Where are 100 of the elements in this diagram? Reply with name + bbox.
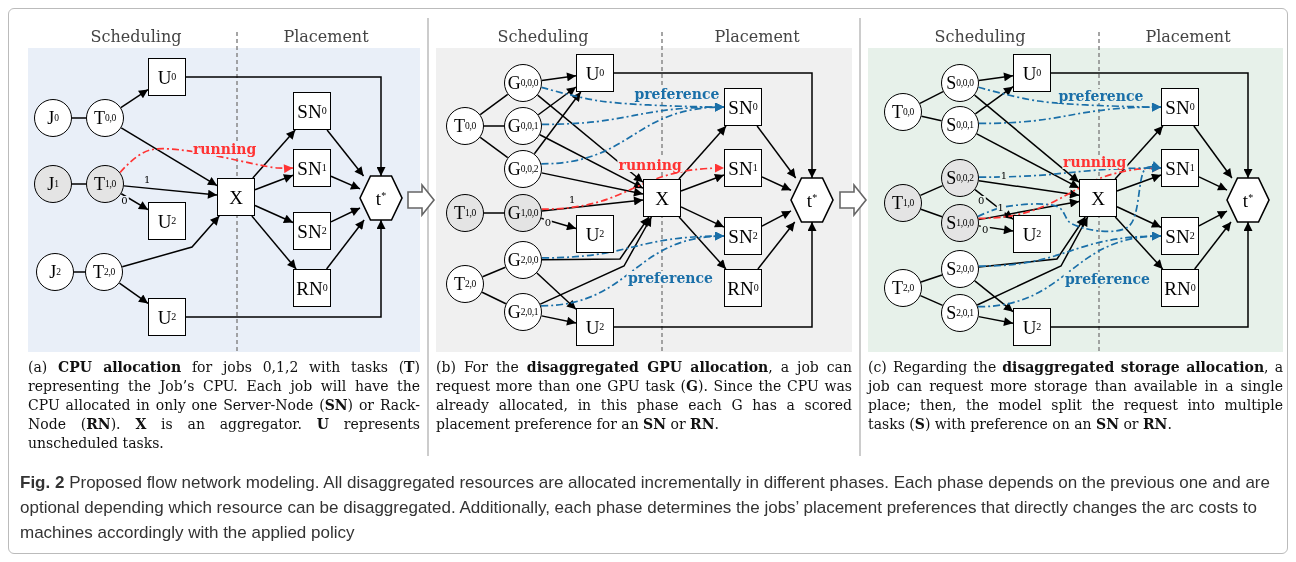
arrow bbox=[1050, 221, 1253, 328]
arrow bbox=[539, 134, 644, 189]
arrow bbox=[536, 272, 577, 311]
edge-label: 1 bbox=[568, 194, 577, 205]
connector-line bbox=[479, 136, 509, 159]
arrow bbox=[978, 180, 1080, 199]
square-node: X bbox=[643, 179, 681, 217]
arrow bbox=[254, 174, 294, 191]
connector-line bbox=[919, 90, 944, 105]
arrow bbox=[761, 210, 792, 227]
arrow bbox=[541, 196, 644, 212]
arrow bbox=[1198, 176, 1228, 191]
arrow bbox=[325, 219, 365, 270]
arrow bbox=[613, 72, 817, 179]
arrow bbox=[120, 127, 218, 187]
arrow bbox=[540, 172, 644, 197]
connector-line bbox=[919, 294, 944, 307]
arrow bbox=[974, 280, 1014, 313]
arrow bbox=[326, 129, 365, 177]
connector-line bbox=[483, 212, 505, 214]
arrow bbox=[1193, 125, 1233, 179]
arrow bbox=[252, 129, 296, 179]
arrow bbox=[1198, 210, 1228, 227]
arrow bbox=[1114, 125, 1164, 180]
hexagon-node: t$^{*}$ bbox=[360, 176, 402, 220]
arrow bbox=[613, 221, 817, 328]
arrow bbox=[541, 72, 577, 82]
connector-line bbox=[483, 125, 505, 127]
arrow bbox=[976, 133, 1080, 189]
column-heading: Scheduling bbox=[933, 28, 1027, 46]
arrow bbox=[974, 85, 1014, 115]
hexagon-node: t$^{*}$ bbox=[791, 178, 833, 222]
arrow bbox=[1116, 173, 1162, 192]
arrow bbox=[251, 215, 297, 270]
connector-line bbox=[919, 184, 944, 197]
arrow bbox=[541, 216, 650, 261]
edge-label: running bbox=[617, 158, 683, 173]
connector-line bbox=[71, 117, 87, 119]
edge-label: preference bbox=[633, 87, 721, 102]
connector-line bbox=[920, 115, 943, 122]
column-heading: Placement bbox=[282, 28, 370, 46]
dashed-arrow bbox=[540, 103, 725, 165]
arrow bbox=[536, 94, 644, 184]
dashed-arrow bbox=[119, 147, 294, 174]
edge-label: 0 bbox=[981, 225, 990, 236]
arrow bbox=[120, 193, 149, 211]
arrow bbox=[120, 88, 149, 109]
connector-line bbox=[73, 271, 86, 273]
dashed-arrow bbox=[977, 232, 1162, 308]
edge-label: 1 bbox=[999, 171, 1009, 182]
arrow bbox=[974, 188, 1014, 220]
connector-line bbox=[71, 183, 87, 185]
arrow bbox=[761, 176, 792, 191]
arrow bbox=[756, 125, 797, 179]
arrow bbox=[254, 204, 294, 224]
arrow bbox=[1050, 72, 1253, 179]
square-node: X bbox=[1079, 179, 1117, 217]
hexagon-node: t$^{*}$ bbox=[1227, 178, 1269, 222]
figure-caption: Fig. 2 Proposed flow network modeling. All disaggregated resources are allocated incrementally in different phases. Each phase depends on the previous one and are optional depending which resource can be disaggregated. Additionally, each phase determines the jobs’ placement preferences that directly changes the arc costs to machines accordingly with the applied policy bbox=[20, 472, 1271, 544]
arrow bbox=[680, 206, 725, 228]
connector-line bbox=[479, 93, 509, 116]
edge-label: 0 bbox=[543, 217, 553, 228]
arrow bbox=[977, 315, 1014, 326]
column-heading: Placement bbox=[1144, 28, 1232, 46]
edge-label: 0 bbox=[977, 196, 986, 207]
dashed-arrow bbox=[977, 161, 1162, 233]
square-node: X bbox=[217, 178, 255, 216]
dashed-arrow bbox=[540, 232, 725, 307]
arrow bbox=[533, 91, 582, 155]
arrow bbox=[977, 198, 1080, 221]
arrow bbox=[537, 86, 577, 116]
panel-caption: (a) CPU allocation for jobs 0,1,2 with tasks (T) representing the Job’s CPU. Each job will have the CPU allocated in only one Server-Node (SN) or Rack-Node (RN). X is an aggregator. U represents unscheduled tasks. bbox=[28, 358, 420, 453]
panel-caption: (b) For the disaggregated GPU allocation, a job can request more than one GPU task (G). Since the CPU was already allocated, in this phase each G has a scored placement preference for an SN or RN. bbox=[436, 358, 852, 434]
arrow bbox=[539, 216, 653, 305]
arrow bbox=[978, 216, 1086, 268]
arrow bbox=[678, 125, 727, 180]
arrow bbox=[185, 76, 386, 177]
arrow bbox=[678, 216, 727, 270]
edge-label: 1 bbox=[143, 175, 152, 186]
arrow bbox=[680, 173, 725, 192]
connector-line bbox=[481, 291, 507, 305]
connector-line bbox=[920, 274, 943, 283]
arrow bbox=[185, 219, 386, 318]
edge-label: 1 bbox=[996, 202, 1005, 213]
arrow bbox=[976, 216, 1089, 306]
dashed-arrow bbox=[540, 163, 725, 211]
arrow bbox=[123, 185, 218, 199]
arrow bbox=[1193, 221, 1232, 270]
arrow bbox=[118, 282, 149, 305]
dashed-arrow bbox=[978, 163, 1162, 178]
column-heading: Scheduling bbox=[496, 28, 590, 46]
block-arrow bbox=[407, 182, 436, 218]
panel-caption: (c) Regarding the disaggregated storage allocation, a job can request more storage than available in a single place; then, the model split the request into multiple tasks (S) with preference on an SN or RN. bbox=[868, 358, 1283, 434]
arrow bbox=[1116, 206, 1162, 228]
dashed-arrow bbox=[978, 102, 1162, 125]
arrow bbox=[540, 315, 577, 326]
edge-label: 0 bbox=[120, 195, 129, 206]
arrow bbox=[121, 215, 221, 268]
arrow bbox=[978, 72, 1014, 82]
arrow bbox=[330, 207, 361, 223]
